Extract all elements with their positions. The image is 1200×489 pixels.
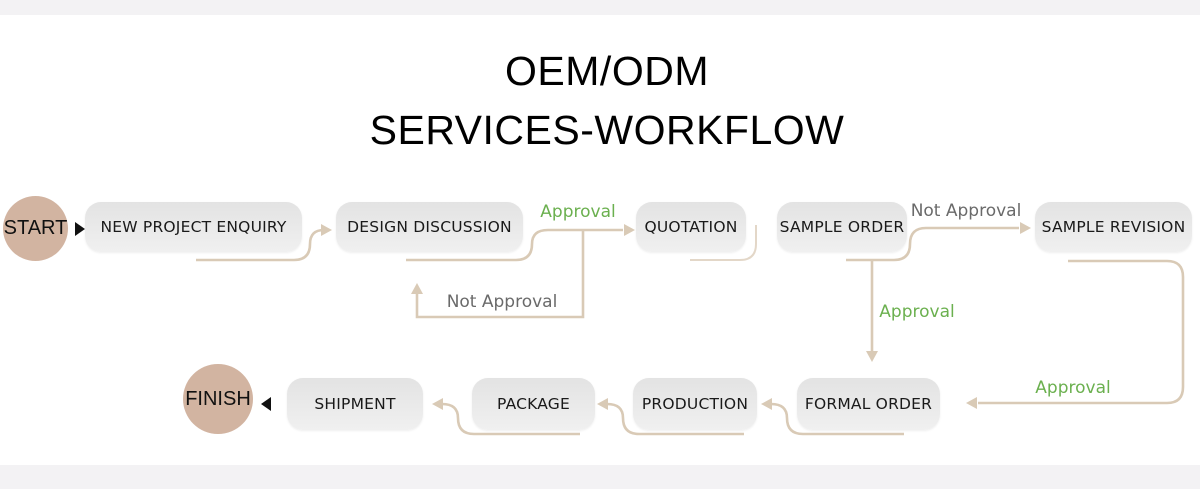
arrowhead-left-icon	[761, 398, 772, 410]
node-label: FORMAL ORDER	[804, 395, 933, 413]
edge-label-not-approval: Not Approval	[910, 201, 1022, 221]
title-line-2: SERVICES-WORKFLOW	[369, 107, 845, 153]
node-label: SHIPMENT	[314, 395, 396, 413]
triangle-left-icon	[261, 397, 271, 411]
arrowhead-down-icon	[866, 351, 878, 362]
finish-label: FINISH	[185, 387, 251, 410]
edge-label-approval: Approval	[1035, 378, 1111, 398]
edge-enquiry-to-design	[196, 228, 325, 262]
node-label: PACKAGE	[497, 395, 570, 413]
node-label: QUOTATION	[644, 218, 738, 236]
arrowhead-right-icon	[624, 224, 635, 236]
arrowhead-left-icon	[432, 398, 443, 410]
node-production: PRODUCTION	[633, 378, 757, 430]
start-label: START	[3, 217, 68, 239]
edge-formal-to-production	[770, 402, 904, 436]
edge-quotation-to-sample-order	[690, 225, 757, 261]
node-label: PRODUCTION	[641, 395, 749, 413]
edge-label-approval: Approval	[540, 202, 616, 222]
edge-label-not-approval: Not Approval	[446, 292, 558, 312]
title-line-1: OEM/ODM	[505, 48, 709, 94]
edge-revision-to-formal	[978, 259, 1185, 405]
arrowhead-right-icon	[321, 224, 332, 236]
arrowhead-left-icon	[966, 397, 977, 409]
finish-terminal: FINISH	[183, 364, 253, 434]
node-label: NEW PROJECT ENQUIRY	[100, 218, 287, 236]
node-label: SAMPLE REVISION	[1041, 218, 1186, 236]
node-package: PACKAGE	[472, 378, 595, 430]
arrowhead-left-icon	[597, 398, 608, 410]
edge-sample-order-to-revision	[846, 226, 1019, 262]
node-label: SAMPLE ORDER	[779, 218, 905, 236]
edge-production-to-package	[606, 402, 744, 436]
triangle-right-icon	[75, 222, 85, 236]
node-quotation: QUOTATION	[636, 202, 746, 252]
top-band	[0, 0, 1200, 15]
node-design-discussion: DESIGN DISCUSSION	[336, 202, 523, 252]
node-sample-revision: SAMPLE REVISION	[1035, 202, 1192, 252]
node-sample-order: SAMPLE ORDER	[777, 202, 907, 252]
edge-package-to-shipment	[441, 402, 580, 436]
node-label: DESIGN DISCUSSION	[347, 218, 512, 236]
node-formal-order: FORMAL ORDER	[797, 378, 940, 430]
arrowhead-up-icon	[411, 283, 423, 294]
edge-label-approval: Approval	[879, 302, 955, 322]
edge-not-approval-loop	[415, 231, 585, 319]
start-terminal: START	[3, 196, 68, 261]
node-shipment: SHIPMENT	[287, 378, 423, 430]
page-title: OEM/ODM SERVICES-WORKFLOW	[0, 42, 1200, 160]
bottom-band	[0, 465, 1200, 489]
node-new-project-enquiry: NEW PROJECT ENQUIRY	[85, 202, 302, 252]
edge-design-to-quotation	[406, 228, 623, 262]
arrowhead-right-icon	[1020, 222, 1031, 234]
